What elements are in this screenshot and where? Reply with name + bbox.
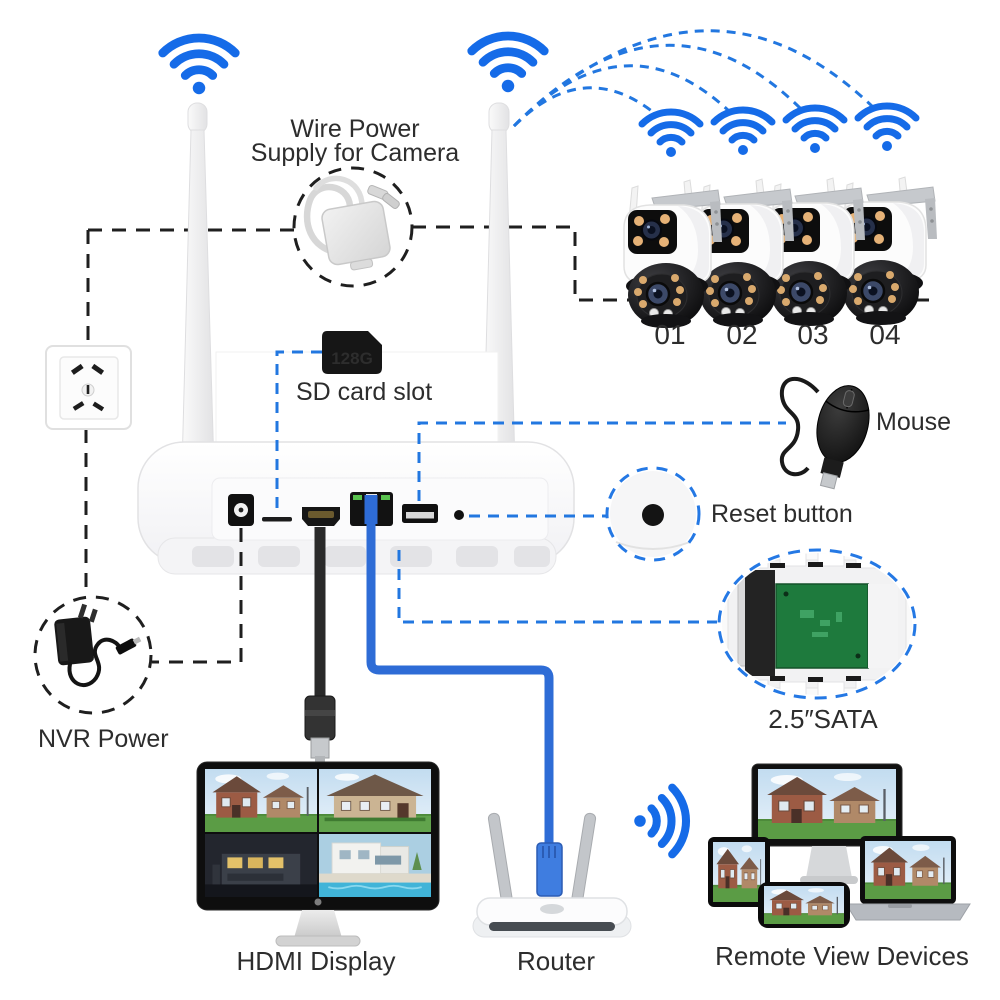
wifi-icon bbox=[858, 106, 916, 151]
monitor-stand bbox=[294, 910, 342, 938]
monitor-cam-view-1 bbox=[205, 769, 317, 832]
sd-card-capacity: 128G bbox=[331, 349, 373, 368]
nvr-antenna-left bbox=[181, 102, 215, 477]
wifi-icon bbox=[786, 108, 844, 153]
sd-card-slot-label: SD card slot bbox=[296, 378, 432, 406]
camera-label: 02 bbox=[726, 319, 757, 350]
connection-line-usb-to-mouse bbox=[417, 421, 786, 501]
sd-card bbox=[322, 331, 382, 374]
mouse-label: Mouse bbox=[876, 408, 951, 436]
camera-group bbox=[622, 175, 939, 330]
monitor-logo bbox=[314, 898, 322, 906]
usb-port bbox=[402, 504, 438, 523]
hdmi-port bbox=[302, 507, 340, 526]
wire-power-label-line1: Wire Power bbox=[290, 115, 419, 143]
router-label: Router bbox=[517, 946, 595, 976]
wifi-icon bbox=[472, 36, 545, 92]
connection-line-dcjack-to-nvr-power bbox=[152, 528, 243, 664]
reset-hole bbox=[454, 510, 464, 520]
reset-button-detail bbox=[605, 466, 701, 562]
remote-laptop bbox=[845, 836, 971, 921]
reset-button-label: Reset button bbox=[711, 500, 853, 528]
dc-power-port bbox=[228, 494, 254, 526]
wifi-icon bbox=[642, 112, 700, 157]
nvr-power-adapter bbox=[33, 595, 153, 715]
wifi-icon bbox=[714, 110, 772, 155]
wall-socket bbox=[45, 345, 132, 430]
connection-line-to-sata bbox=[397, 550, 717, 624]
monitor-cam-view-3 bbox=[205, 834, 317, 897]
remote-view-devices bbox=[708, 763, 971, 928]
ethernet-cable bbox=[364, 495, 563, 897]
remote-monitor-stand bbox=[806, 846, 852, 878]
connection-line-sdcard-to-slot bbox=[275, 350, 322, 509]
wifi-icon bbox=[163, 38, 236, 94]
nvr-vents bbox=[192, 546, 550, 567]
sata-label: 2.5″SATA bbox=[768, 704, 878, 734]
camera-label: 01 bbox=[654, 319, 685, 350]
router bbox=[472, 812, 632, 938]
camera-label: 04 bbox=[869, 319, 900, 350]
remote-view-label: Remote View Devices bbox=[715, 941, 969, 971]
sata-bay-detail bbox=[717, 548, 917, 700]
monitor-cam-view-4 bbox=[319, 834, 431, 897]
wifi-icon bbox=[634, 788, 686, 855]
mouse bbox=[779, 376, 870, 490]
wifi-link-arcs bbox=[512, 29, 876, 128]
sd-card-slot-port bbox=[262, 517, 292, 522]
camera-power-supply bbox=[292, 166, 414, 288]
nvr-power-label: NVR Power bbox=[38, 725, 169, 753]
remote-tablet bbox=[708, 837, 770, 907]
hdmi-monitor bbox=[196, 761, 440, 947]
remote-phone bbox=[758, 882, 850, 928]
hdmi-display-label: HDMI Display bbox=[237, 946, 396, 976]
hdmi-cable bbox=[304, 527, 336, 762]
remote-monitor-screen bbox=[758, 769, 896, 839]
camera-label: 03 bbox=[797, 319, 828, 350]
monitor-cam-view-2 bbox=[319, 769, 431, 832]
nvr-recorder bbox=[137, 351, 575, 575]
wire-power-label-line2: Supply for Camera bbox=[251, 139, 460, 167]
